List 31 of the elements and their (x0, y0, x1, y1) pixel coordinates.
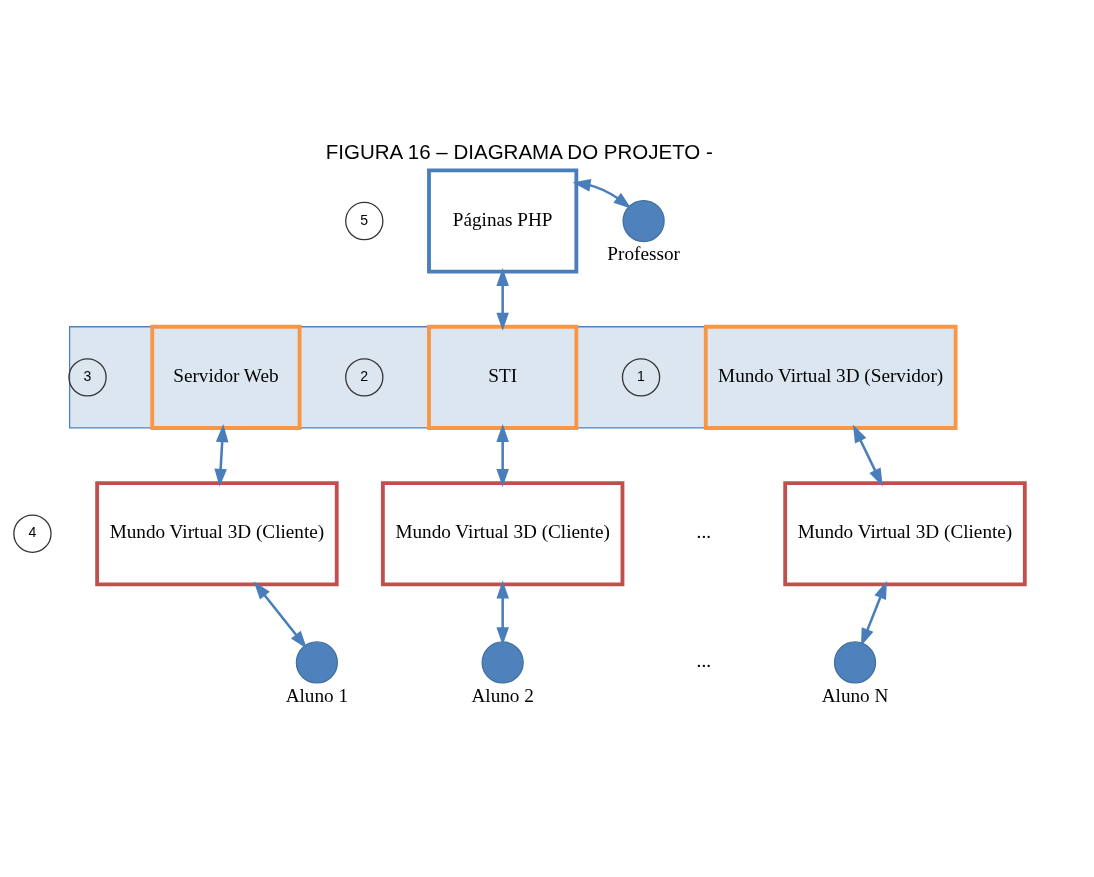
node-box: Mundo Virtual 3D (Cliente) (380, 480, 625, 586)
label: ... (696, 649, 712, 671)
arrow (214, 423, 229, 487)
node-circle (833, 640, 877, 684)
node-circle: 3 (68, 357, 107, 397)
node-circle (295, 640, 338, 684)
arrow (496, 267, 509, 331)
arrow (496, 580, 509, 645)
node-box: STI (427, 324, 579, 430)
arrow (253, 580, 307, 649)
node-circle (622, 199, 665, 242)
node-box: Mundo Virtual 3D (Servidor) (703, 324, 958, 430)
node-circle: 4 (13, 513, 52, 553)
node-circle: 2 (345, 357, 384, 397)
label: ... (696, 520, 712, 542)
node-label: Aluno 2 (471, 684, 534, 706)
node-label: Professor (607, 242, 680, 264)
node-circle (481, 640, 524, 684)
node-label: Aluno N (821, 684, 889, 706)
node-box: Páginas PHP (427, 168, 579, 274)
arrow (860, 580, 887, 646)
node-box: Mundo Virtual 3D (Cliente) (95, 480, 339, 586)
arrow (572, 178, 632, 209)
node-box: Mundo Virtual 3D (Cliente) (783, 480, 1027, 586)
arrow (496, 423, 509, 487)
arrow (852, 424, 883, 486)
node-circle: 5 (345, 201, 384, 240)
node-circle: 1 (621, 357, 661, 397)
node-box: Servidor Web (150, 324, 302, 430)
node-label: Aluno 1 (285, 684, 349, 706)
diagram-title: FIGURA 16 – DIAGRAMA DO PROJETO - (325, 139, 713, 163)
